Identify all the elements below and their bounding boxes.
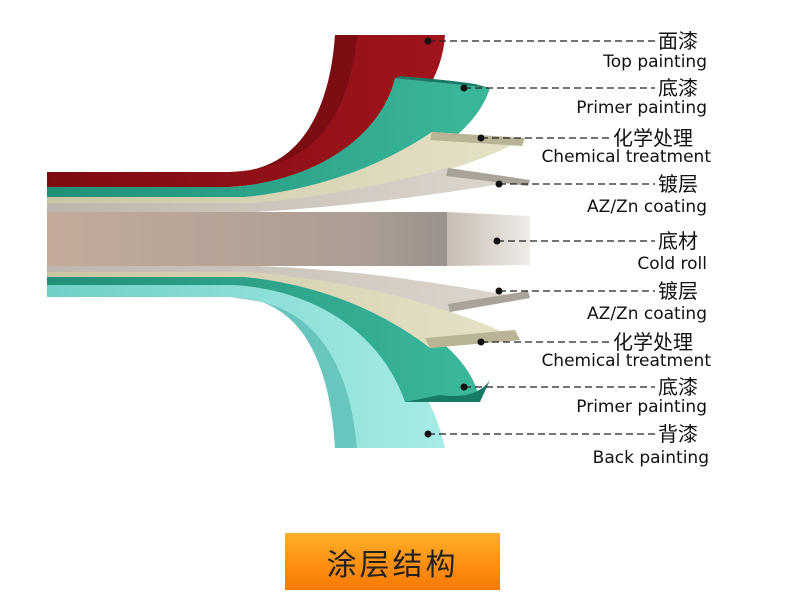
label-chemical-bottom-en: Chemical treatment [541,351,711,371]
chemical-bottom-layer [47,272,520,348]
label-primer-top-en: Primer painting [576,98,707,118]
label-top-paint-cn: 面漆 [658,29,698,53]
chemical-top-layer [47,132,525,203]
label-coating-bottom-en: AZ/Zn coating [587,304,707,324]
label-coating-bottom-cn: 镀层 [658,279,698,303]
label-primer-top-cn: 底漆 [658,76,698,100]
label-primer-bottom-en: Primer painting [576,397,707,417]
diagram-title: 涂层结构 [326,547,459,583]
label-back-paint-en: Back painting [593,448,709,468]
label-back-paint-cn: 背漆 [658,422,698,446]
label-coating-top-en: AZ/Zn coating [587,197,707,217]
label-coating-top-cn: 镀层 [658,172,698,196]
leader-lines [428,40,655,435]
diagram-title-box: 涂层结构 [285,533,500,590]
label-primer-bottom-cn: 底漆 [658,375,698,399]
label-cold-roll-en: Cold roll [637,254,707,274]
coating-bottom-layer [47,266,530,312]
layer-labels: 面漆 Top painting 底漆 Primer painting 化学处理 … [541,29,711,468]
leader-dots [424,37,503,438]
label-chemical-bottom-cn: 化学处理 [613,330,693,354]
cold-roll-layer [47,212,530,266]
back-paint-layer [47,285,445,448]
label-chemical-top-en: Chemical treatment [541,147,711,167]
coating-top-layer [47,168,530,212]
label-cold-roll-cn: 底材 [658,229,698,253]
label-top-paint-en: Top painting [602,52,707,72]
label-chemical-top-cn: 化学处理 [613,126,693,150]
